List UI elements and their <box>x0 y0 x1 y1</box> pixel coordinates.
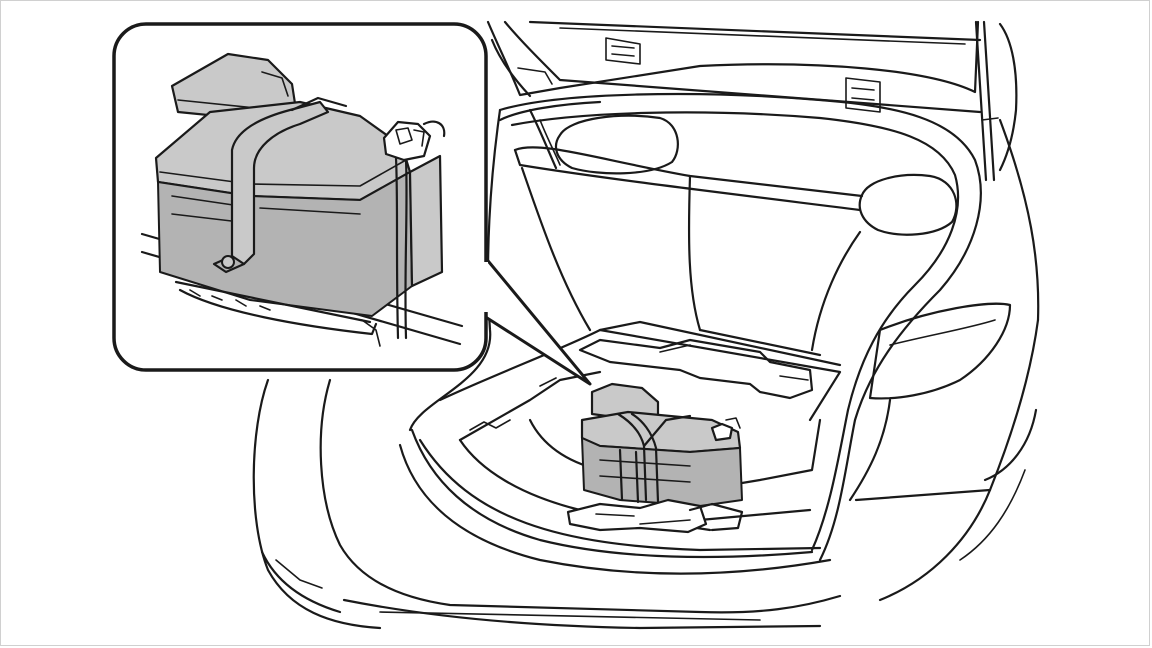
battery-in-trunk <box>566 382 744 534</box>
detail-callout <box>112 22 592 386</box>
open-trunk-lid <box>486 20 1018 182</box>
rear-seat-backs <box>513 108 958 357</box>
